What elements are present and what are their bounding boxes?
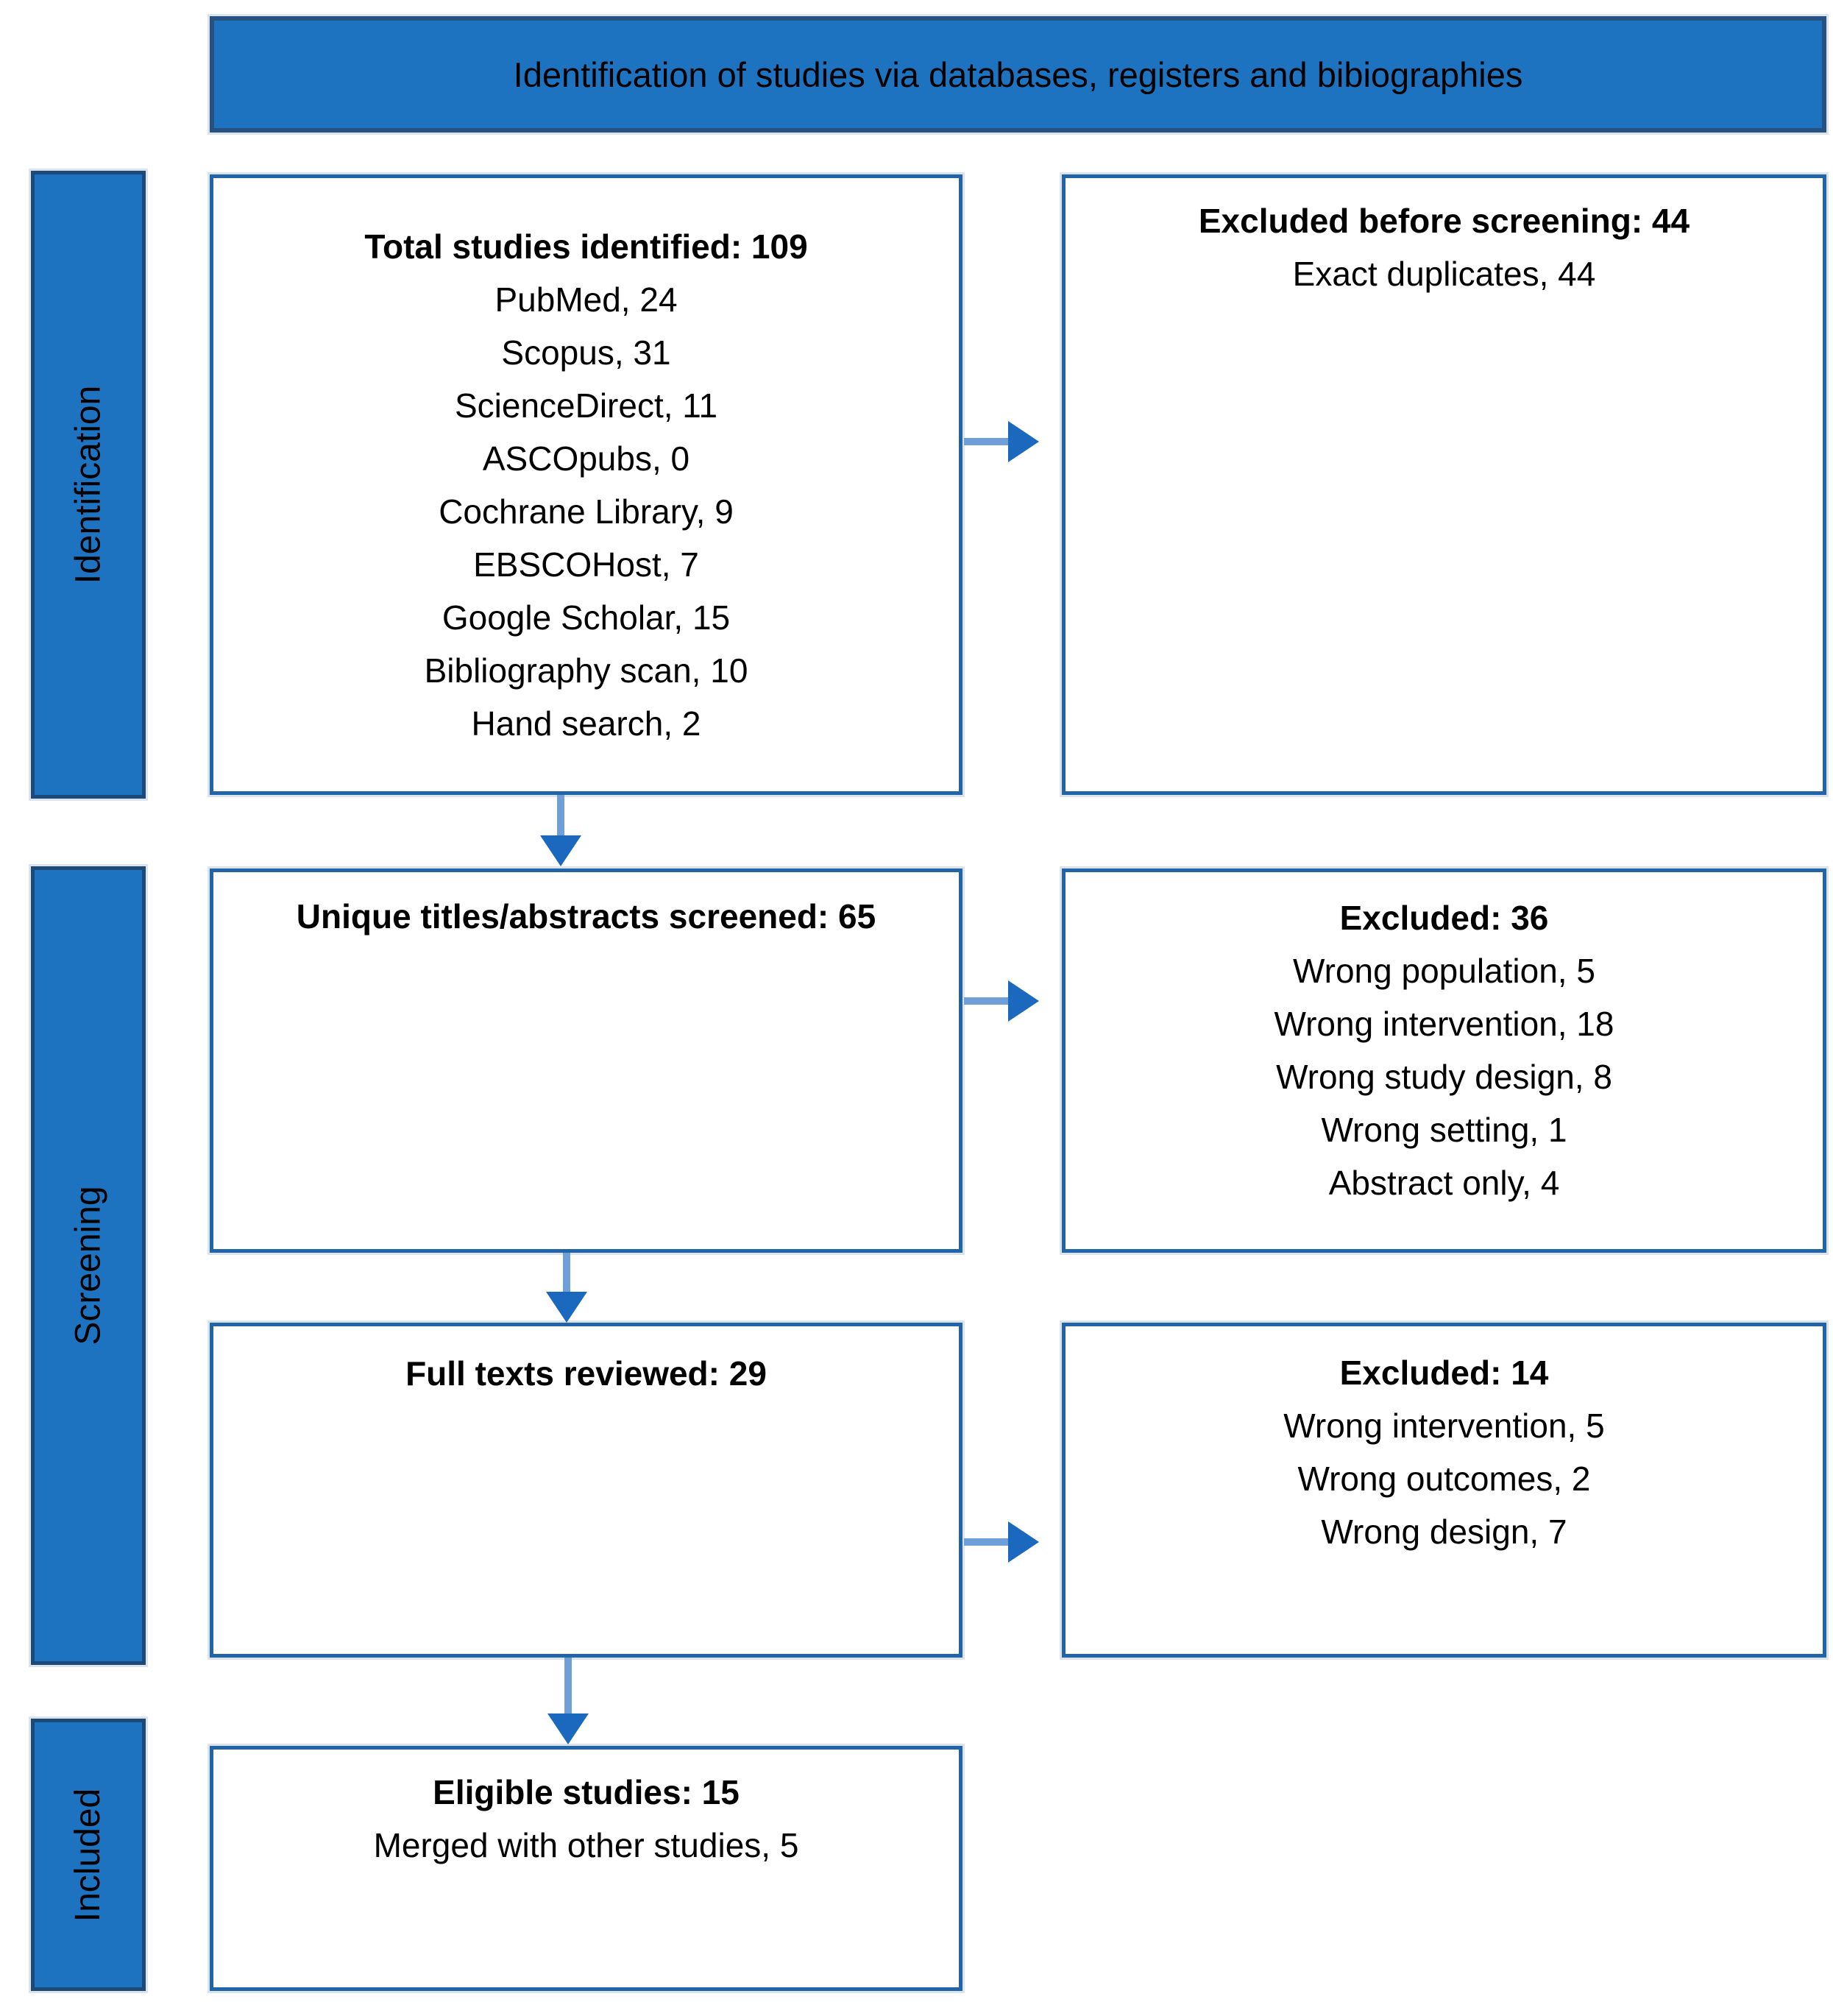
- box-title: Excluded before screening: 44: [1198, 202, 1690, 240]
- box-line: ScienceDirect, 11: [454, 386, 718, 425]
- stage-label-screening-text: Screening: [68, 1186, 108, 1345]
- box-line: Wrong design, 7: [1321, 1513, 1567, 1551]
- arrow-stem: [964, 997, 1015, 1005]
- arrow-screened-to-fulltext: [546, 1253, 587, 1323]
- box-line: Google Scholar, 15: [442, 598, 731, 637]
- box-line: ASCOpubs, 0: [482, 439, 690, 478]
- arrow-identified-to-screened: [540, 795, 581, 866]
- arrow-down-icon: [546, 1292, 587, 1323]
- arrow-fulltext-to-eligible: [547, 1658, 589, 1744]
- arrow-identified-to-excluded: [964, 421, 1039, 462]
- box-line: Exact duplicates, 44: [1292, 255, 1596, 293]
- box-line: Wrong population, 5: [1293, 952, 1595, 990]
- box-line: Hand search, 2: [471, 704, 701, 743]
- box-line: EBSCOHost, 7: [473, 545, 699, 584]
- arrow-down-icon: [547, 1713, 589, 1744]
- box-full-texts-reviewed: Full texts reviewed: 29: [210, 1323, 962, 1658]
- arrow-stem: [557, 795, 564, 841]
- arrow-stem: [964, 1538, 1015, 1546]
- box-line: Abstract only, 4: [1328, 1164, 1560, 1202]
- arrow-down-icon: [540, 835, 581, 866]
- stage-label-included: Included: [31, 1719, 146, 1991]
- box-title: Eligible studies: 15: [433, 1773, 740, 1811]
- box-excluded-screening: Excluded: 36 Wrong population, 5 Wrong i…: [1062, 869, 1826, 1253]
- arrow-fulltext-to-excluded: [964, 1521, 1039, 1563]
- box-line: PubMed, 24: [494, 280, 678, 319]
- box-line: Cochrane Library, 9: [439, 492, 734, 531]
- box-line: Bibliography scan, 10: [424, 651, 748, 690]
- box-line: Wrong outcomes, 2: [1297, 1460, 1591, 1498]
- stage-label-screening: Screening: [31, 866, 146, 1665]
- arrow-right-icon: [1008, 421, 1039, 462]
- arrow-right-icon: [1008, 1521, 1039, 1563]
- box-excluded-before-screening: Excluded before screening: 44 Exact dupl…: [1062, 174, 1826, 795]
- box-title: Excluded: 36: [1339, 899, 1549, 937]
- arrow-right-icon: [1008, 980, 1039, 1022]
- arrow-stem: [964, 438, 1015, 445]
- box-excluded-full-text: Excluded: 14 Wrong intervention, 5 Wrong…: [1062, 1323, 1826, 1658]
- box-title: Excluded: 14: [1339, 1354, 1549, 1392]
- banner: Identification of studies via databases,…: [210, 16, 1826, 132]
- stage-label-included-text: Included: [68, 1788, 108, 1922]
- box-line: Scopus, 31: [501, 333, 671, 372]
- box-line: Wrong intervention, 5: [1283, 1407, 1605, 1445]
- stage-label-identification-text: Identification: [68, 385, 108, 584]
- box-line: Merged with other studies, 5: [373, 1826, 799, 1864]
- arrow-screened-to-excluded: [964, 980, 1039, 1022]
- box-line: Wrong setting, 1: [1321, 1111, 1567, 1149]
- box-title: Unique titles/abstracts screened: 65: [296, 897, 876, 936]
- box-eligible-studies: Eligible studies: 15 Merged with other s…: [210, 1746, 962, 1991]
- box-total-identified: Total studies identified: 109 PubMed, 24…: [210, 174, 962, 795]
- banner-title: Identification of studies via databases,…: [513, 54, 1523, 94]
- arrow-stem: [564, 1658, 572, 1716]
- arrow-stem: [563, 1253, 570, 1297]
- box-title: Total studies identified: 109: [364, 227, 808, 266]
- box-line: Wrong intervention, 18: [1274, 1005, 1614, 1043]
- box-line: Wrong study design, 8: [1276, 1058, 1612, 1096]
- box-unique-screened: Unique titles/abstracts screened: 65: [210, 869, 962, 1253]
- box-title: Full texts reviewed: 29: [405, 1354, 767, 1393]
- stage-label-identification: Identification: [31, 171, 146, 799]
